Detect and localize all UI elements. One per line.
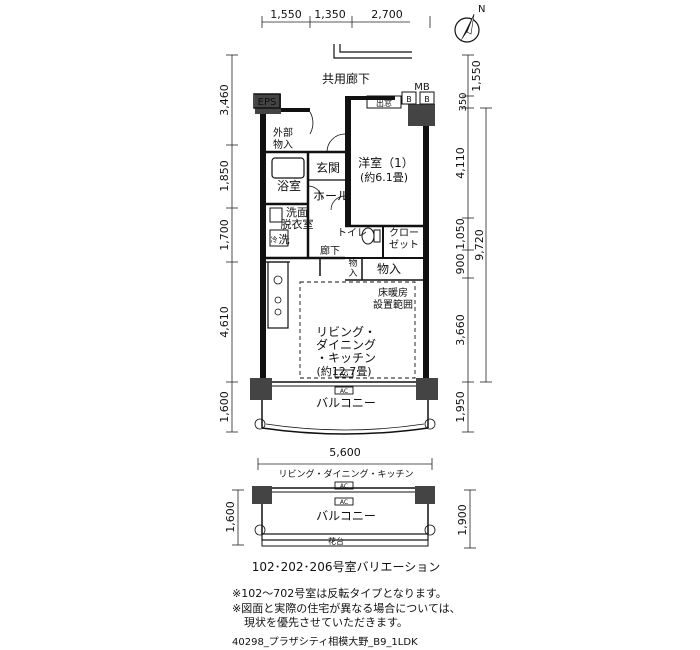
balcony-label: バルコニー <box>316 396 376 410</box>
interior-walls <box>253 91 436 435</box>
note-3: 現状を優先させていただきます。 <box>244 615 408 629</box>
dim-top-3: 2,700 <box>371 8 403 21</box>
floor-heating-label-1: 床暖房 <box>378 286 408 299</box>
dim-left-4: 4,610 <box>218 306 231 338</box>
storage-label: 物入 <box>377 262 401 276</box>
storage-small-label-2: 入 <box>348 268 357 279</box>
dimension-lines <box>226 16 492 549</box>
north-arrow-icon <box>454 13 480 43</box>
compass-label: N <box>478 4 485 15</box>
dim-right-6: 3,660 <box>454 314 467 346</box>
mb-b1-label: B <box>406 95 412 104</box>
note-1: ※102～702号室は反転タイプとなります。 <box>232 586 447 600</box>
ldk-label-4: (約12.7畳) <box>316 364 371 378</box>
floor-heating-label-2: 設置範囲 <box>373 298 413 311</box>
washroom-label-1: 洗面 <box>286 206 308 219</box>
variation-ldk-label: リビング・ダイニング・キッチン <box>278 468 413 480</box>
ldk-label-1: リビング・ <box>316 325 376 339</box>
note-2: ※図面と実際の住宅が異なる場合については、 <box>232 601 461 615</box>
dim-right-3: 4,110 <box>454 147 467 179</box>
bath-label: 浴室 <box>277 178 301 193</box>
exit-window-label: 出窓 <box>376 98 392 108</box>
hallway-label: 廊下 <box>320 244 340 257</box>
washroom-label-2: 脱衣室 <box>281 217 314 231</box>
ac-label-1: AC <box>340 371 348 378</box>
dim-left-2: 1,850 <box>218 160 231 192</box>
eps-label: EPS <box>258 97 277 108</box>
mb-b2-label: B <box>424 95 430 104</box>
dim-right-7: 1,950 <box>454 391 467 423</box>
western-room-label-1: 洋室（1） <box>358 155 414 170</box>
toilet-label: トイレ <box>337 228 367 239</box>
ldk-label-2: ダイニング <box>316 337 376 352</box>
dim-bottom: 5,600 <box>329 446 361 459</box>
corner-structure <box>333 44 412 59</box>
closet-label-1: クロー <box>389 227 419 239</box>
variation-dim-right: 1,900 <box>456 504 469 536</box>
dim-left-1: 3,460 <box>218 84 231 116</box>
fridge-label: 冷 <box>271 235 278 244</box>
corridor-label: 共用廊下 <box>322 71 370 86</box>
footer-id: 40298_プラザシティ相模大野_B9_1LDK <box>232 635 418 648</box>
western-room-label-2: (約6.1畳) <box>360 170 408 184</box>
closet-label-2: ゼット <box>389 239 419 251</box>
variation-ac-label-1: AC <box>340 483 348 490</box>
variation-dim-left: 1,600 <box>224 501 237 533</box>
storage-small-label-1: 物 <box>348 257 357 269</box>
mb-label: MB <box>414 82 430 93</box>
dim-top-2: 1,350 <box>314 8 346 21</box>
variation-balcony-label: バルコニー <box>316 509 376 523</box>
dim-right-2: 350 <box>458 92 469 111</box>
dim-right-1: 1,550 <box>470 60 483 92</box>
walls <box>250 94 438 400</box>
dim-right-total: 9,720 <box>473 229 486 261</box>
entrance-label: 玄関 <box>316 160 340 175</box>
ext-storage-label-1: 外部 <box>273 126 293 139</box>
dim-right-5: 900 <box>454 254 467 275</box>
variation-title: 102･202･206号室バリエーション <box>252 559 440 574</box>
ldk-label-3: ・キッチン <box>316 351 376 365</box>
variation-ac-label-2: AC <box>340 499 348 506</box>
ext-storage-label-2: 物入 <box>273 138 293 151</box>
dim-left-5: 1,600 <box>218 391 231 423</box>
dim-top-1: 1,550 <box>270 8 302 21</box>
variation-plan <box>252 481 436 547</box>
washer-label: 洗 <box>279 233 290 246</box>
dim-left-3: 1,700 <box>218 219 231 251</box>
hall-label: ホール <box>313 189 349 203</box>
variation-flowerbed-label: 花台 <box>328 536 344 546</box>
ac-label-2: AC <box>340 388 348 395</box>
dim-right-4: 1,050 <box>454 218 467 250</box>
